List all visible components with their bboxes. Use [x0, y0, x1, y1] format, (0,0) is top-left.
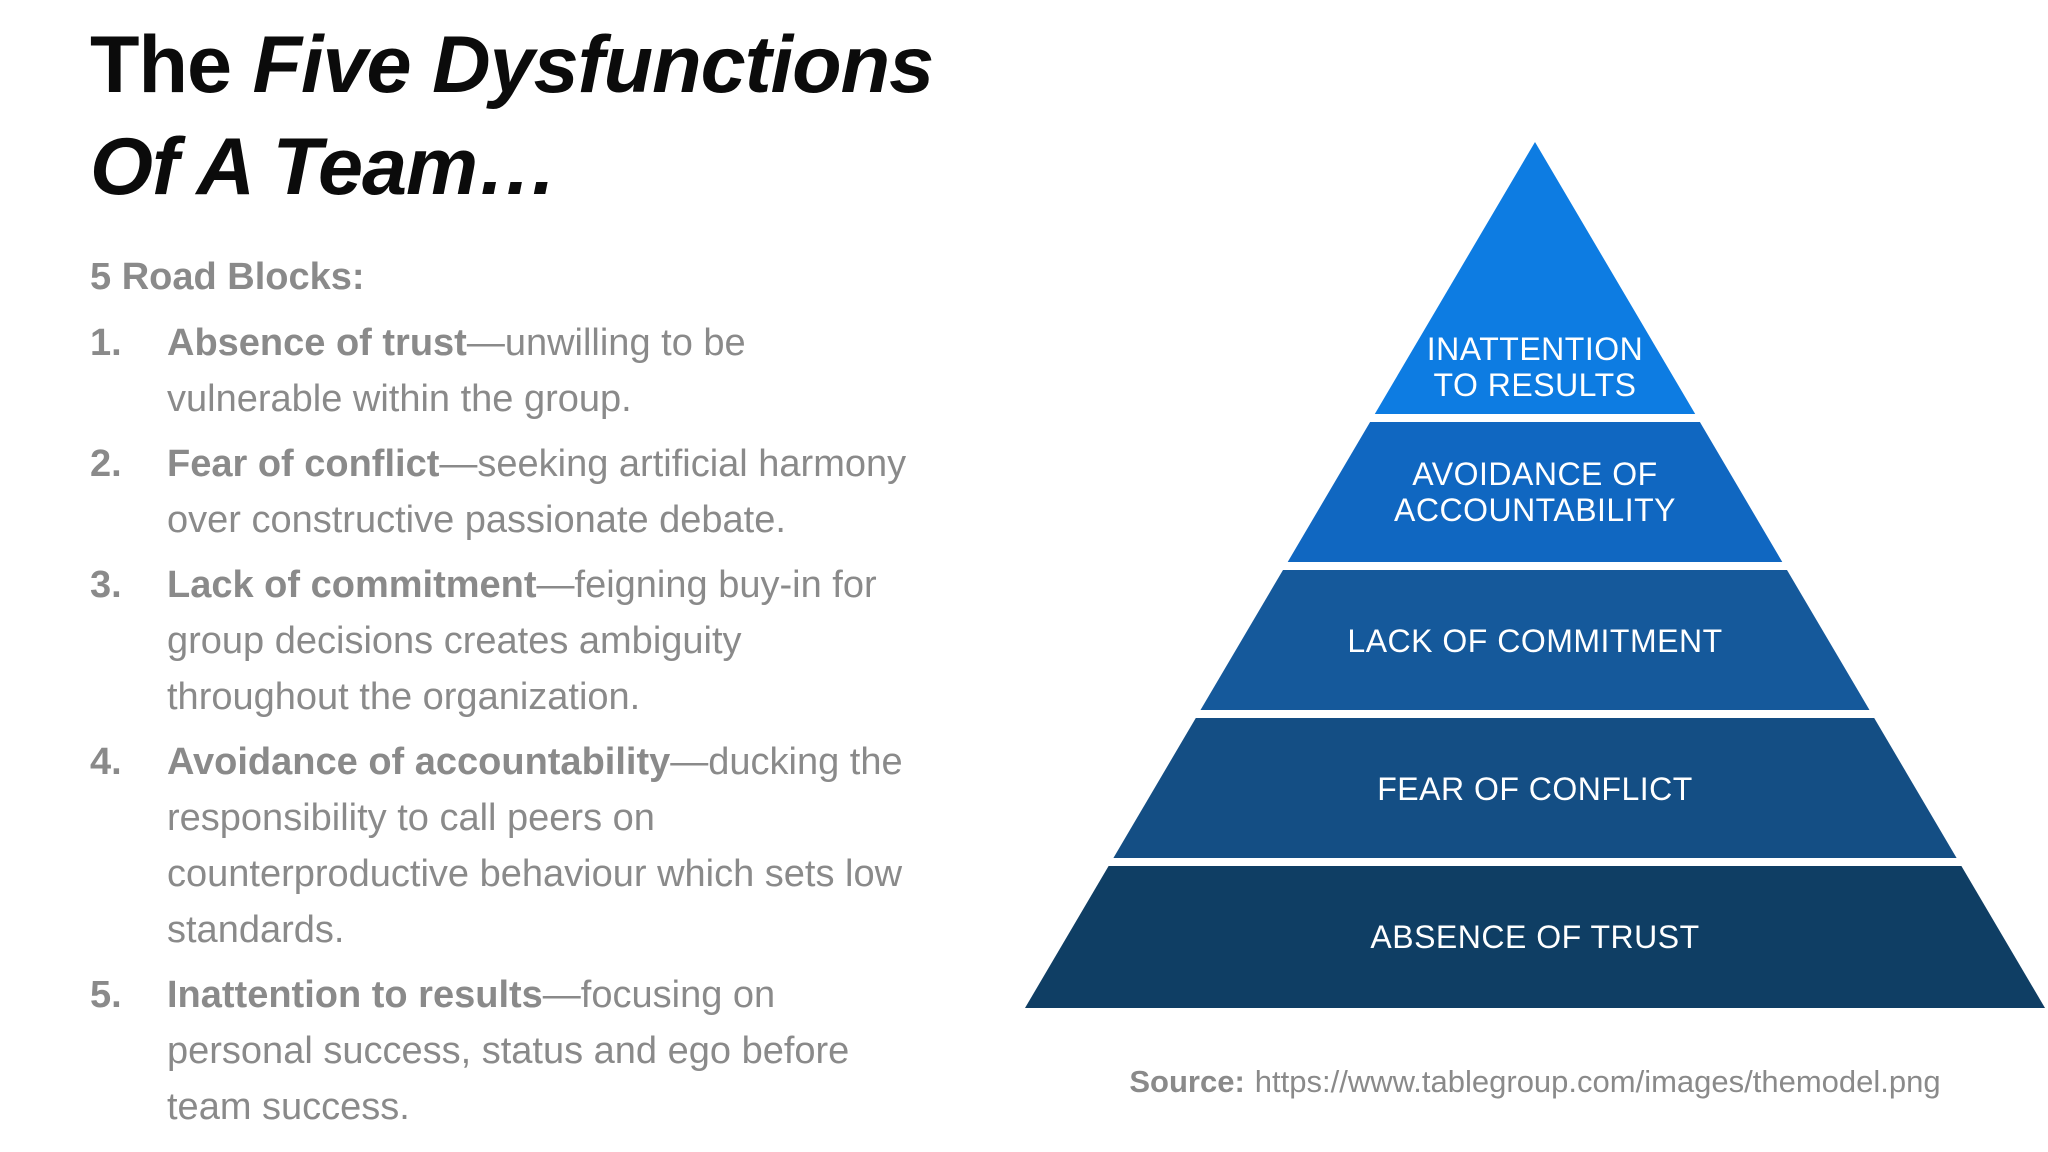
item-text: Lack of commitment—feigning buy-in for g…	[167, 557, 925, 725]
pyramid-level-lack-of-commitment: LACK OF COMMITMENT	[1200, 570, 1870, 710]
title-line1-italic: Five Dysfunctions	[252, 20, 935, 110]
pyramid-shape-level-2	[1287, 422, 1783, 562]
item-number: 4.	[90, 741, 122, 783]
item-term: Avoidance of accountability	[167, 741, 671, 783]
roadblock-item-3: 3. Lack of commitment—feigning buy-in fo…	[90, 557, 930, 725]
item-description: —seeking artificial harmony over constru…	[167, 443, 907, 541]
roadblocks-section: 5 Road Blocks: 1. Absence of trust—unwil…	[90, 250, 930, 1144]
pyramid-shape-level-4	[1113, 718, 1957, 858]
title-line-1: The Five Dysfunctions	[90, 14, 935, 116]
item-term: Absence of trust	[167, 322, 467, 364]
roadblock-item-4: 4. Avoidance of accountability—ducking t…	[90, 734, 930, 958]
pyramid-shape-level-5	[1025, 866, 2045, 1008]
pyramid-level-fear-of-conflict: FEAR OF CONFLICT	[1113, 718, 1957, 858]
pyramid-shape-level-3	[1200, 570, 1870, 710]
roadblock-item-5: 5. Inattention to results—focusing on pe…	[90, 967, 930, 1135]
item-term: Lack of commitment	[167, 564, 537, 606]
pyramid-label-level-4: FEAR OF CONFLICT	[1377, 771, 1693, 807]
page-title: The Five Dysfunctions Of A Team…	[90, 14, 935, 218]
item-description: —feigning buy-in for group decisions cre…	[167, 564, 877, 718]
roadblock-item-2: 2. Fear of conflict—seeking artificial h…	[90, 436, 930, 548]
source-label: Source:	[1129, 1064, 1245, 1099]
pyramid-label-level-2-line-2: ACCOUNTABILITY	[1394, 492, 1676, 528]
title-the: The	[90, 20, 253, 110]
item-description: —unwilling to be vulnerable within the g…	[167, 322, 746, 420]
pyramid-level-absence-of-trust: ABSENCE OF TRUST	[1025, 866, 2045, 1008]
item-term: Fear of conflict	[167, 443, 440, 485]
item-number: 5.	[90, 974, 122, 1016]
item-number: 3.	[90, 564, 122, 606]
item-term: Inattention to results	[167, 974, 543, 1016]
pyramid-label-level-5: ABSENCE OF TRUST	[1370, 919, 1699, 955]
roadblocks-list: 1. Absence of trust—unwilling to be vuln…	[90, 315, 930, 1135]
pyramid-label-level-1-line-2: TO RESULTS	[1434, 367, 1637, 403]
pyramid-level-avoidance-of-accountability: AVOIDANCE OF ACCOUNTABILITY	[1287, 422, 1783, 562]
pyramid-level-inattention-to-results: INATTENTION TO RESULTS	[1374, 142, 1696, 414]
item-number: 1.	[90, 322, 122, 364]
item-text: Avoidance of accountability—ducking the …	[167, 734, 925, 958]
pyramid-label-level-1-line-1: INATTENTION	[1427, 331, 1643, 367]
dysfunctions-pyramid: INATTENTION TO RESULTS AVOIDANCE OF ACCO…	[1025, 142, 2045, 1008]
roadblock-item-1: 1. Absence of trust—unwilling to be vuln…	[90, 315, 930, 427]
item-description: —ducking the responsibility to call peer…	[167, 741, 903, 951]
roadblocks-heading: 5 Road Blocks:	[90, 256, 365, 298]
pyramid-label-level-3: LACK OF COMMITMENT	[1347, 623, 1722, 659]
title-line-2: Of A Team…	[90, 122, 558, 212]
source-url: https://www.tablegroup.com/images/themod…	[1254, 1064, 1941, 1099]
pyramid-label-level-2-line-1: AVOIDANCE OF	[1412, 456, 1657, 492]
pyramid-shape-level-1	[1374, 142, 1696, 414]
item-text: Fear of conflict—seeking artificial harm…	[167, 436, 925, 548]
item-number: 2.	[90, 443, 122, 485]
item-text: Absence of trust—unwilling to be vulnera…	[167, 315, 925, 427]
item-description: —focusing on personal success, status an…	[167, 974, 850, 1128]
source-line: Source: https://www.tablegroup.com/images…	[1025, 1062, 2045, 1102]
item-text: Inattention to results—focusing on perso…	[167, 967, 925, 1135]
